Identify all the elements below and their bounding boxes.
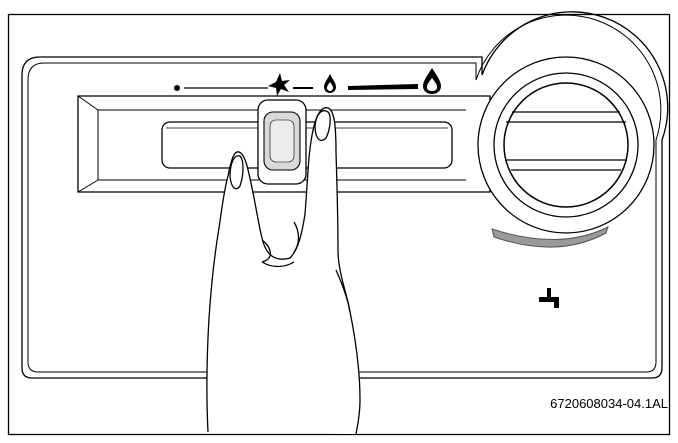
- slider-slot: [161, 121, 453, 169]
- tap-icon: [539, 288, 559, 308]
- fingernail-right: [314, 110, 331, 141]
- fingernail-left: [229, 155, 244, 190]
- control-panel-inner: [27, 14, 662, 373]
- figure-code-label: 6720608034-04.1AL: [550, 396, 668, 411]
- wrist-crease: [335, 269, 351, 313]
- slider-knob-highlight: [269, 119, 295, 163]
- hand-illustration: [206, 107, 361, 435]
- large-flame-icon: [423, 68, 441, 94]
- dial-knob[interactable]: [503, 82, 629, 208]
- temperature-dial[interactable]: [477, 56, 655, 234]
- control-panel-outer: [21, 11, 669, 379]
- figure-frame: [7, 13, 671, 436]
- temperature-scale: [174, 68, 441, 96]
- knuckle-crease: [261, 221, 300, 268]
- scale-wedge: [348, 84, 418, 90]
- frost-star-icon: [268, 73, 290, 96]
- small-flame-icon: [324, 74, 336, 93]
- hot-water-scale-arc: [491, 226, 609, 248]
- hand-outline: [206, 107, 361, 435]
- slider-knob[interactable]: [257, 99, 307, 185]
- dot-icon: [174, 85, 180, 91]
